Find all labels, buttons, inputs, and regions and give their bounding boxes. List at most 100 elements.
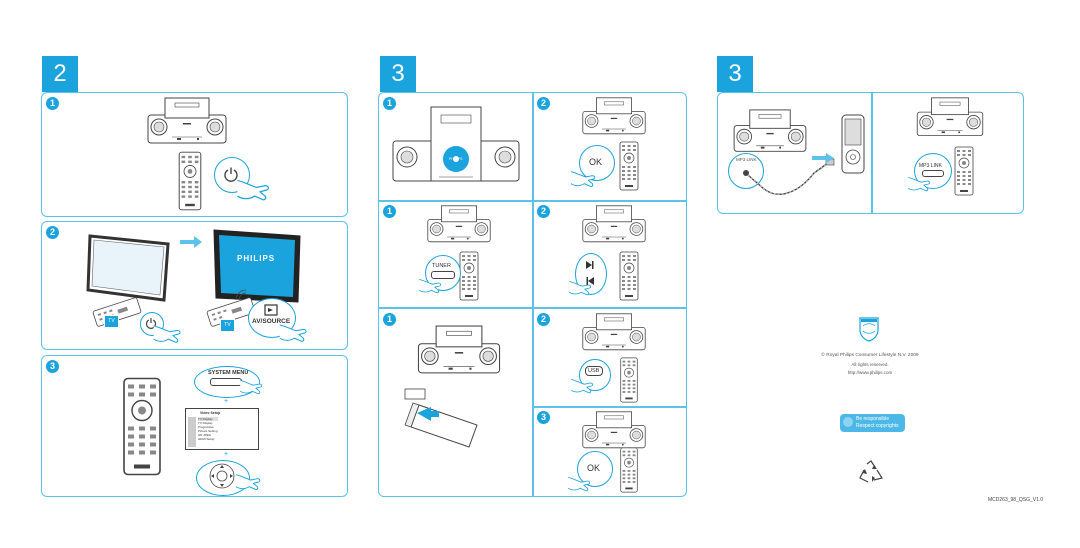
micro-system-illustration xyxy=(147,97,227,144)
micro-system-illustration xyxy=(916,97,984,137)
badge-line-1: Be responsible xyxy=(856,416,890,422)
philips-shield-logo xyxy=(859,317,879,342)
micro-system-illustration xyxy=(733,109,807,152)
ok-label: OK xyxy=(589,157,603,167)
smiley-icon xyxy=(843,417,853,427)
remote-illustration xyxy=(620,447,638,493)
document-code: MCD263_98_QSG_V1.0 xyxy=(988,497,1044,503)
substep-number: 1 xyxy=(46,97,59,110)
row-divider xyxy=(379,307,686,309)
remote-illustration xyxy=(619,141,639,191)
ok-button-zoom xyxy=(579,145,615,181)
tv-on-illustration xyxy=(213,229,301,303)
power-icon xyxy=(224,167,238,182)
mp3-link-port-label: MP3 LINK xyxy=(736,157,757,162)
micro-system-illustration xyxy=(417,325,501,374)
hand-pointer-icon xyxy=(418,278,442,294)
step-number-middle: 3 xyxy=(380,56,416,92)
micro-system-illustration xyxy=(582,205,646,243)
hand-pointer-icon xyxy=(907,176,931,192)
recycle-icon xyxy=(859,460,883,483)
panel-disc-tuner-usb: 1 PHILIPS 2 OK 1 TUNER 2 1 2 USB xyxy=(378,92,687,497)
video-setup-menu: Video Setup TV Display TV Display Progre… xyxy=(185,408,259,450)
disc-loading-illustration xyxy=(392,106,520,182)
substep-number: 2 xyxy=(46,226,59,239)
panel-mp3-link: MP3 LINK MP3 LINK xyxy=(717,92,1024,214)
source-input-icon xyxy=(264,304,278,316)
mp3-link-label: MP3 LINK xyxy=(919,163,942,169)
menu-title: Video Setup xyxy=(200,411,221,415)
arrow-right-icon xyxy=(812,153,834,163)
menu-item: Progressive xyxy=(198,425,214,429)
tuner-button xyxy=(431,271,455,279)
tuner-label: TUNER xyxy=(432,263,451,269)
substep-number: 3 xyxy=(46,360,59,373)
copyright-text: © Royal Philips Consumer Lifestyle N.V. … xyxy=(821,353,919,358)
mp3-link-button xyxy=(922,170,944,177)
mp3-player-illustration xyxy=(841,114,865,174)
power-button-zoom xyxy=(140,312,164,336)
hand-pointer-icon xyxy=(568,280,592,296)
navigation-pad-icon xyxy=(209,463,235,489)
power-icon xyxy=(145,318,157,329)
hand-pointer-icon xyxy=(239,379,263,395)
usb-button xyxy=(585,366,603,376)
arrow-right-icon xyxy=(180,236,202,248)
substep-number: 2 xyxy=(537,205,550,218)
respect-copyrights-badge: Be responsible Respect copyrights xyxy=(840,414,905,432)
panel-tv-setup: 2 PHILIPS TV TV AV/SOURCE xyxy=(41,221,348,350)
hand-pointer-icon xyxy=(236,179,270,201)
remote-illustration xyxy=(954,146,974,196)
menu-item: TV Display xyxy=(198,421,213,425)
website-url: http://www.philips.com xyxy=(847,370,893,375)
disc-brand-label: PHILIPS xyxy=(449,157,463,161)
micro-system-illustration xyxy=(582,411,646,449)
hand-pointer-icon xyxy=(567,476,591,492)
row-divider xyxy=(532,406,686,408)
hand-pointer-icon xyxy=(279,324,307,342)
micro-system-illustration xyxy=(582,97,646,135)
av-source-label: AV/SOURCE xyxy=(252,318,291,325)
power-button-zoom xyxy=(214,157,250,193)
step-number-left: 2 xyxy=(42,56,78,92)
badge-line-2: Respect copyrights xyxy=(856,423,899,429)
system-menu-label: SYSTEM MENU xyxy=(208,370,249,376)
hand-pointer-icon xyxy=(570,171,596,187)
menu-item: Picture Setting xyxy=(198,429,218,433)
rights-text: All rights reserved. xyxy=(851,362,889,367)
substep-number: 2 xyxy=(537,313,550,326)
usb-label: USB xyxy=(588,368,600,374)
remote-illustration xyxy=(122,377,162,476)
micro-system-illustration xyxy=(427,205,491,243)
substep-number: 1 xyxy=(383,205,396,218)
menu-item: HDMI Setup xyxy=(198,437,215,441)
hand-pointer-icon xyxy=(570,378,594,394)
substep-number: 2 xyxy=(537,97,550,110)
tv-button-icon: TV xyxy=(220,319,235,332)
panel-power-on: 1 xyxy=(41,92,348,217)
remote-illustration xyxy=(459,251,479,301)
menu-items: TV Display TV Display Progressive Pictur… xyxy=(198,417,218,441)
substep-number: 3 xyxy=(537,411,550,424)
panel-video-setup: 3 SYSTEM MENU + Video Setup TV Display T… xyxy=(41,355,348,497)
tv-off-illustration xyxy=(86,234,170,302)
plus-sign: + xyxy=(224,398,229,405)
menu-item: HD JPEG xyxy=(198,433,212,437)
remote-illustration xyxy=(178,151,202,211)
hand-pointer-icon xyxy=(153,325,181,343)
tv-brand-label: PHILIPS xyxy=(237,254,276,263)
signal-waves-icon xyxy=(235,289,247,301)
hand-pointer-icon xyxy=(235,474,261,490)
remote-illustration xyxy=(620,357,638,403)
row-divider xyxy=(379,200,686,202)
ok-button-zoom xyxy=(577,451,613,487)
column-divider xyxy=(871,93,873,213)
menu-icon-column xyxy=(188,417,196,447)
micro-system-illustration xyxy=(582,313,646,351)
column-divider xyxy=(532,93,534,496)
plus-sign: + xyxy=(224,451,229,458)
substep-number: 1 xyxy=(383,313,396,326)
tv-button-icon: TV xyxy=(104,315,119,328)
previous-icon xyxy=(586,277,594,285)
menu-item: TV Display xyxy=(198,417,218,421)
